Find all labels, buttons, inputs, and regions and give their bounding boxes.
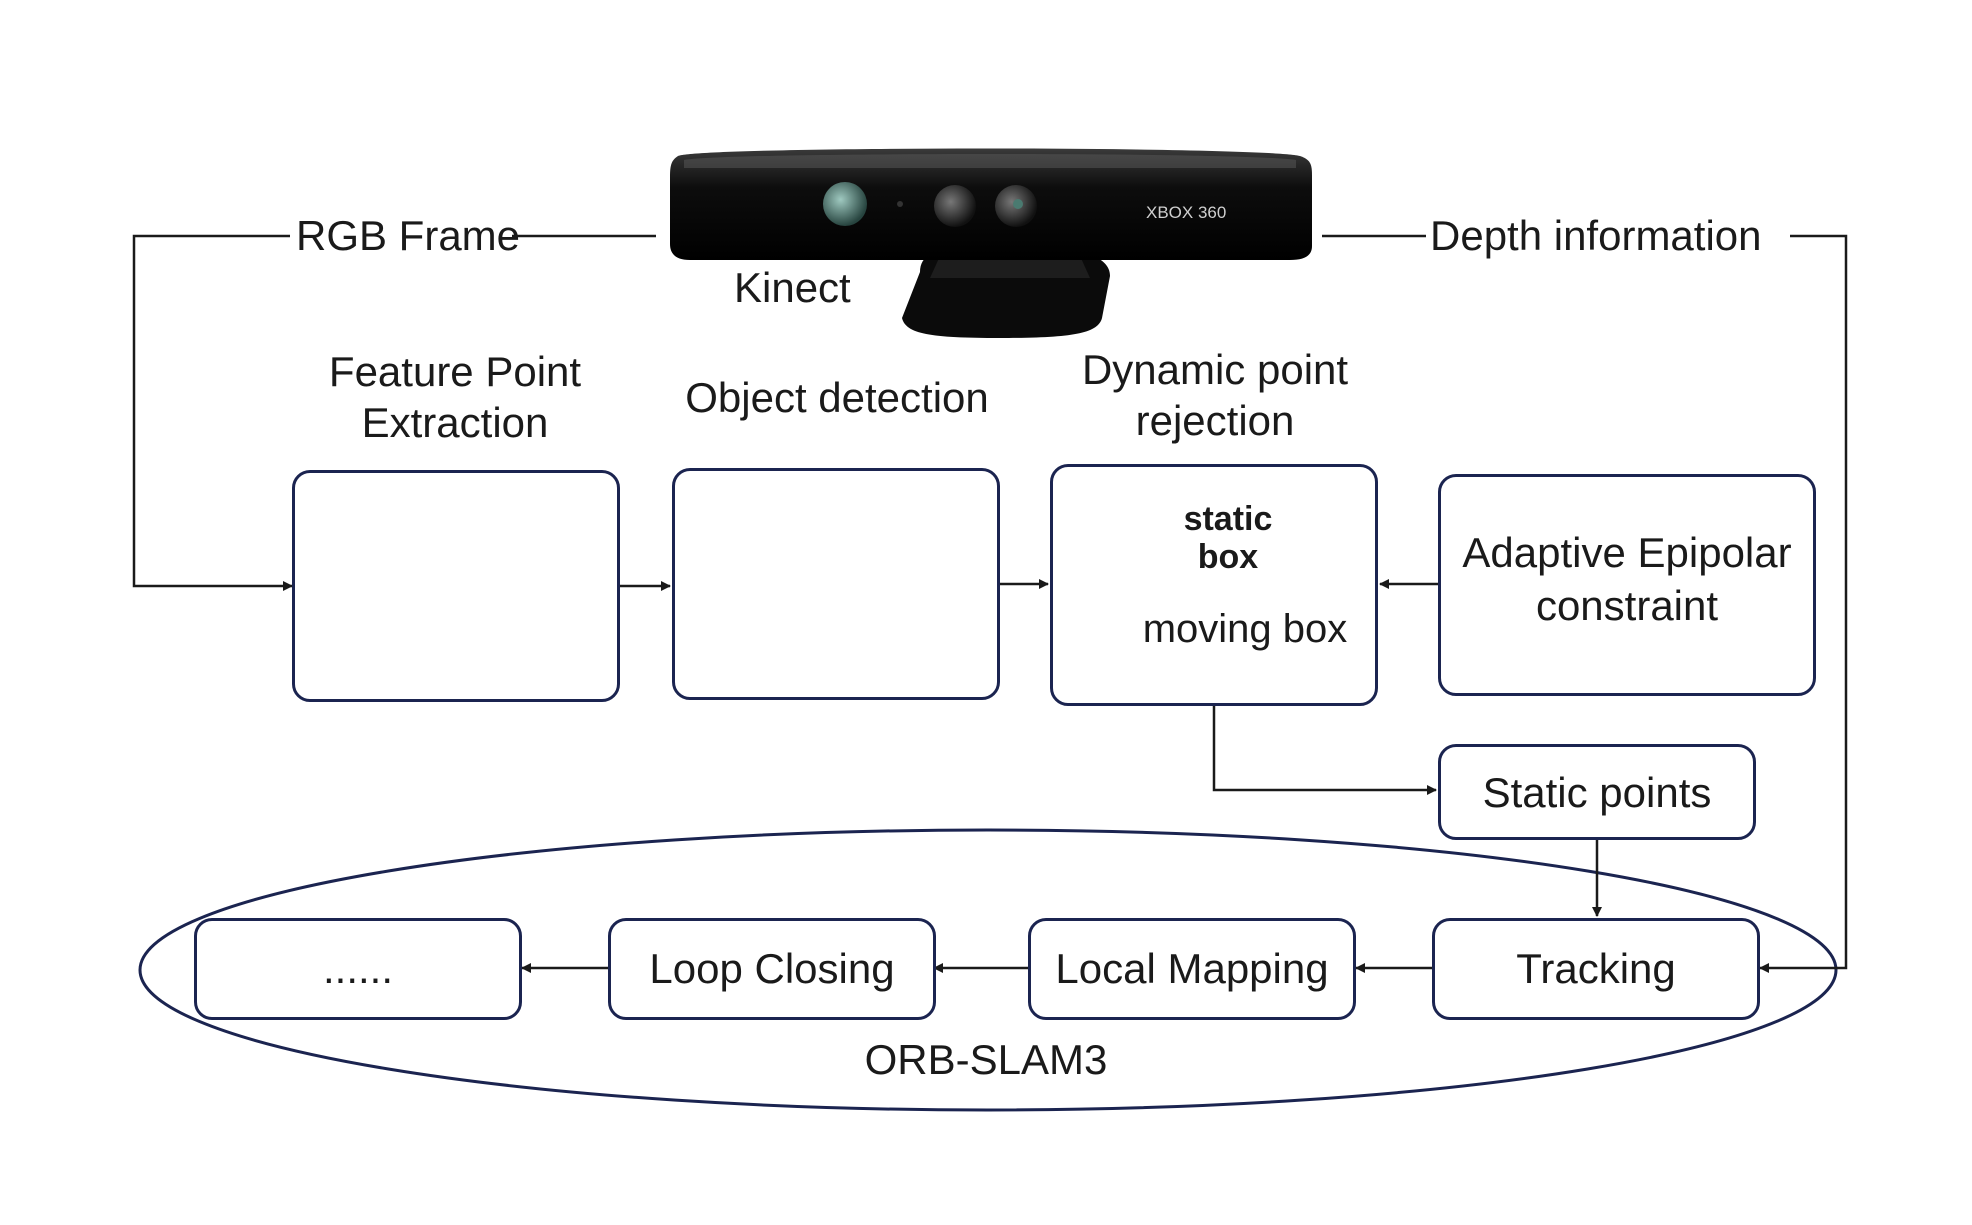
arrow-rejection-to-static [1212,706,1437,795]
tracking-box: Tracking [1432,918,1760,1020]
rgb-frame-label: RGB Frame [296,212,521,259]
local-mapping-label: Local Mapping [1055,945,1329,992]
kinect-device: XBOX 360 [670,148,1312,338]
xbox-brand-text: XBOX 360 [1146,203,1226,222]
rejection-title-line1: Dynamic point [1081,346,1349,393]
adaptive-epipolar-text: Adaptive Epipolar constraint [1441,527,1813,632]
moving-box-label: moving box [1142,607,1348,651]
orb-slam3-label: ORB-SLAM3 [864,1036,1108,1083]
feature-point-extraction-box [292,470,620,702]
dynamic-point-rejection-title: Dynamic point rejection [1050,344,1380,446]
adaptive-epipolar-line2: constraint [1535,581,1719,629]
object-detection-box [672,468,1000,700]
static-box-label: static box [1156,500,1300,576]
kinect-label: Kinect [734,264,851,311]
feature-title-line2: Extraction [361,399,549,447]
loop-closing-box: Loop Closing [608,918,936,1020]
dynamic-point-rejection-box [1050,464,1378,706]
depth-connector [1759,234,1848,973]
static-points-label: Static points [1482,769,1712,816]
adaptive-epipolar-box: Adaptive Epipolar constraint [1438,474,1816,696]
static-points-box: Static points [1438,744,1756,840]
adaptive-epipolar-line1: Adaptive Epipolar [1462,529,1792,576]
depth-information-label: Depth information [1430,212,1762,259]
loop-closing-label: Loop Closing [649,945,895,992]
rgb-frame-connector [132,234,293,591]
feature-title-line1: Feature Point [328,348,582,395]
static-box-line2: box [1197,538,1259,577]
tracking-label: Tracking [1516,945,1676,992]
orb-slam3-ellipse [138,828,1838,1112]
rejection-title-line2: rejection [1135,397,1295,445]
ellipsis-label: ...... [322,945,393,992]
static-box-line1: static [1183,500,1273,538]
feature-point-extraction-title: Feature Point Extraction [292,346,618,448]
ellipsis-box: ...... [194,918,522,1020]
object-detection-title: Object detection [685,374,989,421]
local-mapping-box: Local Mapping [1028,918,1356,1020]
